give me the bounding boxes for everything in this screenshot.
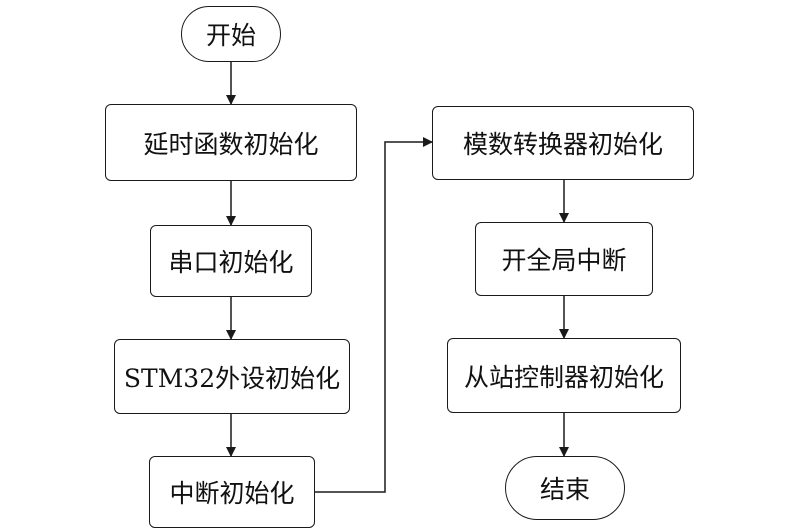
node-end: 结束 xyxy=(505,456,625,520)
node-uart-init: 串口初始化 xyxy=(150,225,312,297)
edge-interrupt-init-to-adc-init xyxy=(315,137,433,493)
node-delay-init: 延时函数初始化 xyxy=(105,104,357,181)
node-start: 开始 xyxy=(181,6,281,62)
node-stm32-peripheral-init: STM32外设初始化 xyxy=(114,339,350,414)
node-adc-init: 模数转换器初始化 xyxy=(432,106,694,180)
node-slave-controller-init: 从站控制器初始化 xyxy=(447,338,681,413)
node-global-interrupt-enable: 开全局中断 xyxy=(475,222,653,296)
node-interrupt-init: 中断初始化 xyxy=(149,456,315,528)
